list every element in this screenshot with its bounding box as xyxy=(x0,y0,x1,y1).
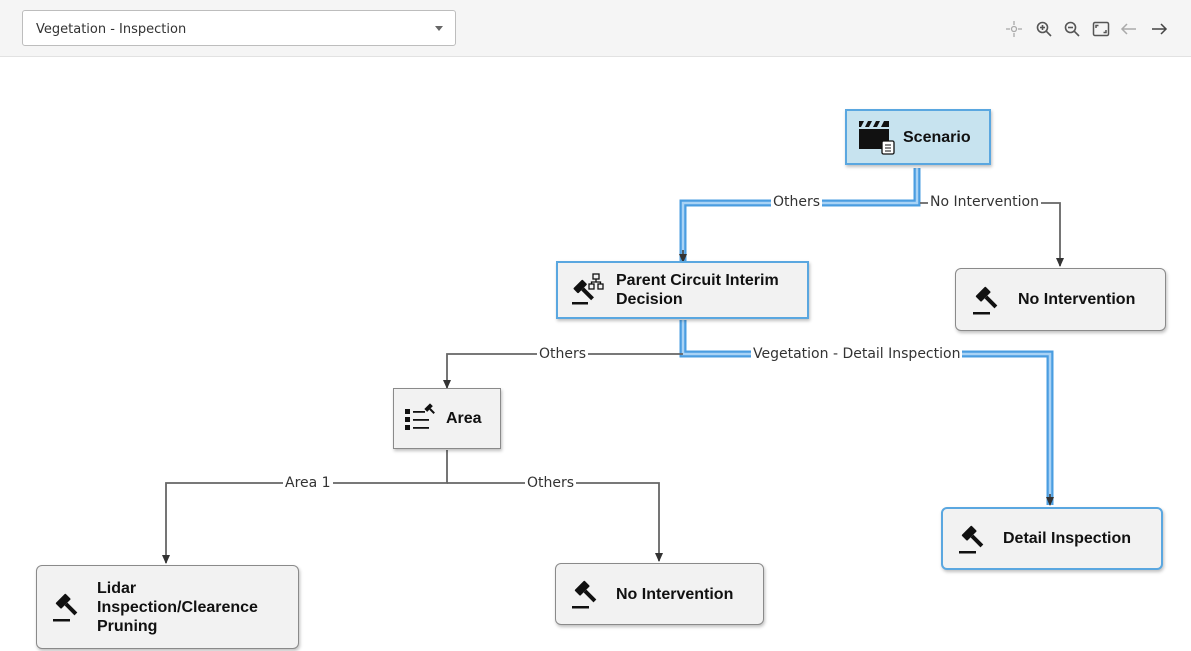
node-detail-inspection-label: Detail Inspection xyxy=(1003,530,1132,547)
list-gavel-icon xyxy=(394,390,446,448)
gavel-icon xyxy=(956,270,1018,330)
node-parent-circuit-interim-decision[interactable]: Parent Circuit Interim Decision xyxy=(556,261,809,319)
node-detail-inspection[interactable]: Detail Inspection xyxy=(941,507,1163,570)
node-area-label: Area xyxy=(446,410,482,427)
edge-scenario-no-intervention[interactable] xyxy=(920,202,1064,267)
back-arrow-icon[interactable] xyxy=(1118,18,1140,40)
edge-label-vegetation-detail-inspection: Vegetation - Detail Inspection xyxy=(751,346,963,362)
forward-arrow-icon[interactable] xyxy=(1148,18,1170,40)
node-lidar-label: Lidar Inspection/Clearence Pruning xyxy=(97,579,258,635)
clapperboard-icon xyxy=(847,109,903,165)
node-scenario-label: Scenario xyxy=(903,128,971,146)
edge-label-area-1: Area 1 xyxy=(283,475,333,491)
toolbar: Vegetation - Inspection xyxy=(0,0,1191,57)
edge-label-others: Others xyxy=(525,475,577,491)
gavel-icon xyxy=(556,564,616,624)
edge-parent-others[interactable] xyxy=(443,353,683,389)
node-lidar-inspection[interactable]: Lidar Inspection/Clearence Pruning xyxy=(36,565,299,649)
edge-area-others[interactable] xyxy=(447,482,663,562)
edge-area-area1[interactable] xyxy=(162,450,448,564)
edge-label-others: Others xyxy=(537,346,589,362)
edge-label-others: Others xyxy=(771,194,823,210)
node-no-intervention-bottom[interactable]: No Intervention xyxy=(555,563,764,625)
diagram-canvas[interactable]: Others No Intervention Others Vegetation… xyxy=(0,57,1191,651)
node-no-intervention-top[interactable]: No Intervention xyxy=(955,268,1166,331)
scenario-select[interactable]: Vegetation - Inspection xyxy=(22,10,456,46)
node-scenario[interactable]: Scenario xyxy=(845,109,991,165)
node-no-intervention-label: No Intervention xyxy=(1018,291,1136,308)
node-area[interactable]: Area xyxy=(393,388,501,449)
node-no-intervention-label: No Intervention xyxy=(616,585,734,603)
fit-screen-icon[interactable] xyxy=(1090,18,1112,40)
zoom-out-icon[interactable] xyxy=(1061,18,1083,40)
zoom-in-icon[interactable] xyxy=(1033,18,1055,40)
gavel-hierarchy-icon xyxy=(558,263,616,317)
edge-label-no-intervention: No Intervention xyxy=(928,194,1041,210)
center-icon[interactable] xyxy=(1003,18,1025,40)
chevron-down-icon xyxy=(435,26,443,31)
edge-scenario-others[interactable] xyxy=(679,168,921,263)
gavel-icon xyxy=(943,509,1003,569)
scenario-select-value: Vegetation - Inspection xyxy=(36,22,187,37)
gavel-icon xyxy=(37,567,97,647)
node-parent-circuit-label: Parent Circuit Interim Decision xyxy=(616,272,779,308)
